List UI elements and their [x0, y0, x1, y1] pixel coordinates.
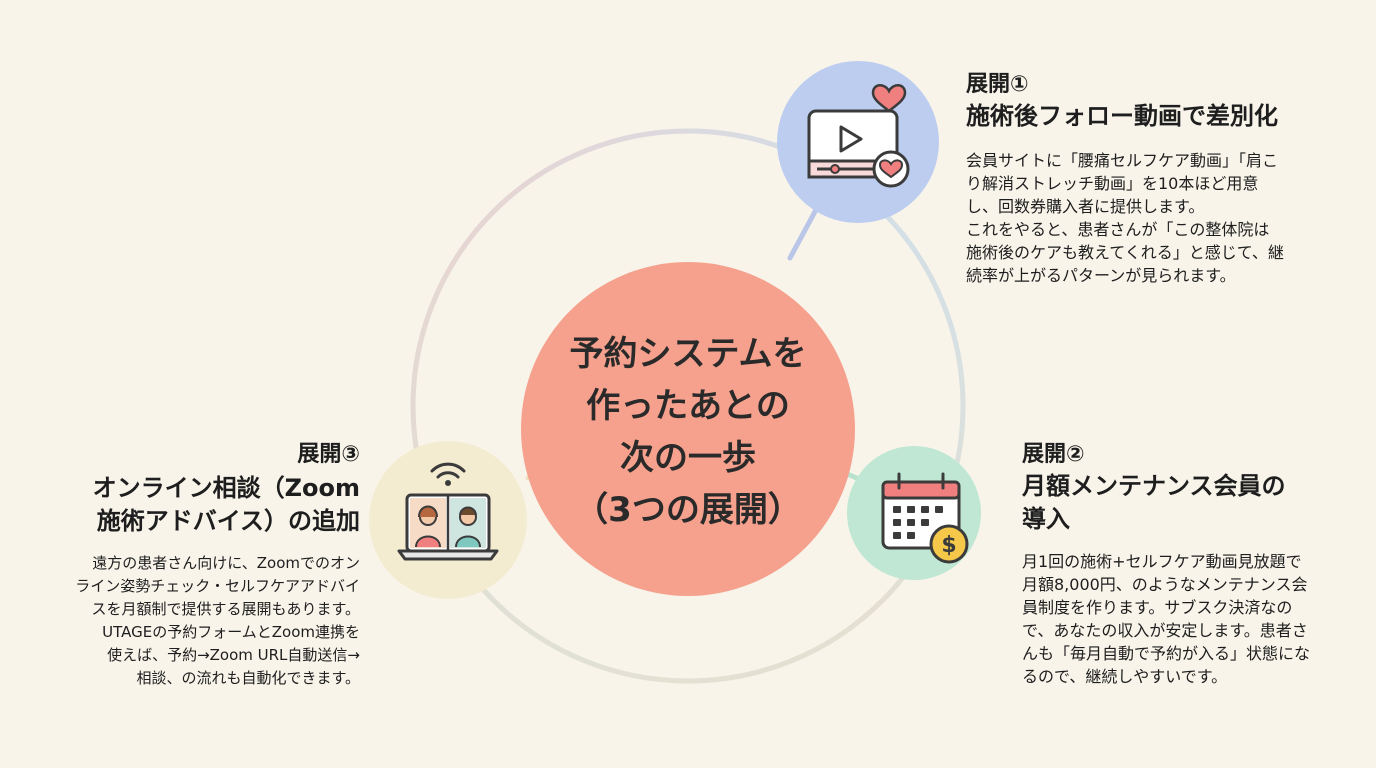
center-title: 予約システムを 作ったあとの 次の一歩 （3つの展開） [569, 334, 807, 530]
spoke-video [787, 203, 821, 261]
section-kicker: 展開② [1022, 442, 1085, 467]
section-follow-video: 展開① 施術後フォロー動画で差別化 会員サイトに「腰痛セルフケア動画」「肩こ り… [966, 70, 1366, 287]
calendar-node: $ [847, 446, 981, 580]
section-kicker: 展開① [966, 72, 1029, 97]
laptop-video-call-icon [397, 462, 499, 561]
online-node [369, 441, 527, 599]
calendar-dollar-icon: $ [881, 472, 969, 564]
section-heading: 月額メンテナンス会員の 導入 [1022, 472, 1286, 533]
section-online-consult: 展開③ オンライン相談（Zoom 施術アドバイス）の追加 遠方の患者さん向けに、… [14, 440, 360, 690]
section-heading: オンライン相談（Zoom 施術アドバイス）の追加 [92, 474, 360, 535]
video-node [777, 61, 939, 223]
section-body: 月1回の施術+セルフケア動画見放題で 月額8,000円、のようなメンテナンス会 … [1022, 552, 1311, 686]
section-heading: 施術後フォロー動画で差別化 [966, 102, 1278, 130]
section-kicker: 展開③ [297, 442, 360, 467]
video-heart-icon [807, 84, 910, 188]
svg-text:$: $ [941, 533, 956, 558]
center-circle: 予約システムを 作ったあとの 次の一歩 （3つの展開） [521, 262, 855, 596]
orbit-ring-overlay [410, 128, 966, 684]
section-body: 会員サイトに「腰痛セルフケア動画」「肩こ り解消ストレッチ動画」を10本ほど用意… [966, 151, 1284, 285]
section-body: 遠方の患者さん向けに、Zoomでのオン ライン姿勢チェック・セルフケアアドバイ … [75, 554, 360, 687]
section-maintenance-member: 展開② 月額メンテナンス会員の 導入 月1回の施術+セルフケア動画見放題で 月額… [1022, 440, 1367, 688]
